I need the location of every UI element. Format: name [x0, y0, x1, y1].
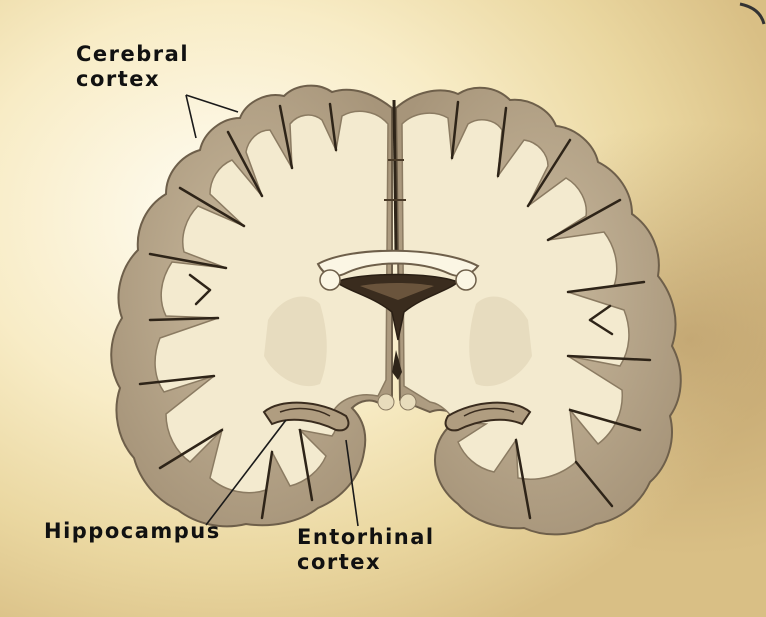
entorhinal-cortex-label: Entorhinal cortex [297, 525, 435, 575]
hippocampus-label: Hippocampus [44, 519, 221, 544]
cerebral-cortex-label-line1: Cerebral [76, 42, 189, 67]
cerebral-cortex-label: Cerebral cortex [76, 42, 189, 92]
longitudinal-fissure [394, 100, 396, 250]
entorhinal-cortex-label-line2: cortex [297, 550, 435, 575]
hippocampus-label-text: Hippocampus [44, 519, 221, 544]
cerebral-cortex-label-line2: cortex [76, 67, 189, 92]
entorhinal-cortex-label-line1: Entorhinal [297, 525, 435, 550]
